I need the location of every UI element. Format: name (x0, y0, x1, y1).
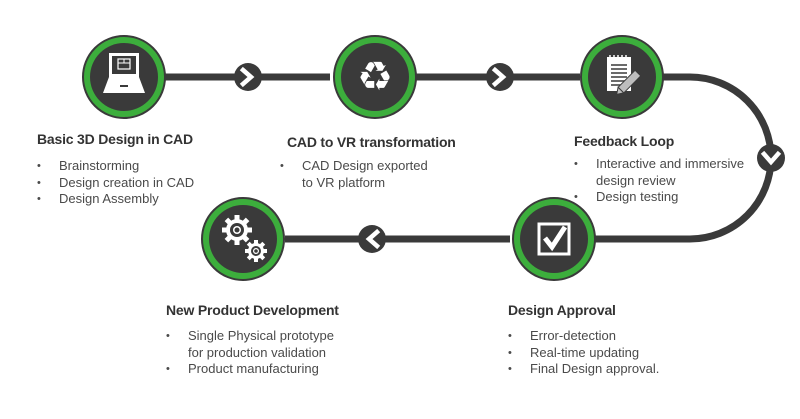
bullet-line: for production validation (188, 344, 327, 360)
step-1-title: Basic 3D Design in CAD (37, 131, 193, 147)
bullet-item: Real-time updating (508, 345, 659, 362)
step-3-text: Feedback Loop Interactive and immersive … (574, 133, 744, 206)
step-5-bullets: Single Physical prototype for production… (166, 328, 339, 378)
bullet-item: Design creation in CAD (37, 175, 194, 192)
bullet-item: Design Assembly (37, 191, 194, 208)
bullet-item: Single Physical prototype for production… (166, 328, 339, 361)
step-node-5 (201, 197, 285, 281)
gears-icon (222, 215, 267, 262)
step-3-title: Feedback Loop (574, 133, 675, 149)
step-4-title: Design Approval (508, 302, 616, 318)
bullet-line: to VR platform (302, 174, 386, 190)
step-2-title: CAD to VR transformation (287, 134, 456, 150)
chevron-right-icon (239, 66, 255, 88)
step-4-bullets: Error-detection Real-time updating Final… (508, 328, 659, 378)
checkbox-icon (537, 222, 571, 256)
bullet-item: Design testing (574, 189, 744, 206)
step-node-4 (512, 197, 596, 281)
step-3-bullets: Interactive and immersive design review … (574, 156, 744, 206)
step-1-text: Basic 3D Design in CAD Brainstorming Des… (37, 131, 194, 208)
bullet-item: CAD Design exported to VR platform (280, 158, 449, 191)
bullet-item: Interactive and immersive design review (574, 156, 744, 189)
step-node-2: ♻ (333, 35, 417, 119)
arrow-down (757, 144, 785, 172)
step-node-3 (580, 35, 664, 119)
bullet-item: Error-detection (508, 328, 659, 345)
bullet-line: Single Physical prototype (188, 328, 334, 343)
recycle-icon: ♻ (357, 54, 393, 100)
chevron-right-icon (491, 66, 507, 88)
step-2-bullets: CAD Design exported to VR platform (280, 158, 449, 191)
notepad-pencil-icon (607, 55, 642, 95)
arrow-left (358, 225, 386, 253)
bullet-item: Final Design approval. (508, 361, 659, 378)
bullet-line: Interactive and immersive (596, 156, 745, 171)
step-1-bullets: Brainstorming Design creation in CAD Des… (37, 158, 194, 208)
bullet-line: CAD Design exported (302, 158, 428, 173)
chevron-down-icon (760, 150, 782, 166)
laptop-icon (103, 53, 145, 93)
bullet-line: design review (596, 172, 676, 188)
step-node-1 (82, 35, 166, 119)
arrow-right-1 (234, 63, 262, 91)
chevron-left-icon (365, 228, 381, 250)
bullet-item: Brainstorming (37, 158, 194, 175)
step-5-text: New Product Development Single Physical … (166, 302, 339, 378)
step-5-title: New Product Development (166, 302, 339, 318)
step-4-text: Design Approval Error-detection Real-tim… (508, 302, 659, 378)
arrow-right-2 (486, 63, 514, 91)
step-2-text: CAD to VR transformation CAD Design expo… (280, 134, 456, 191)
bullet-item: Product manufacturing (166, 361, 339, 378)
